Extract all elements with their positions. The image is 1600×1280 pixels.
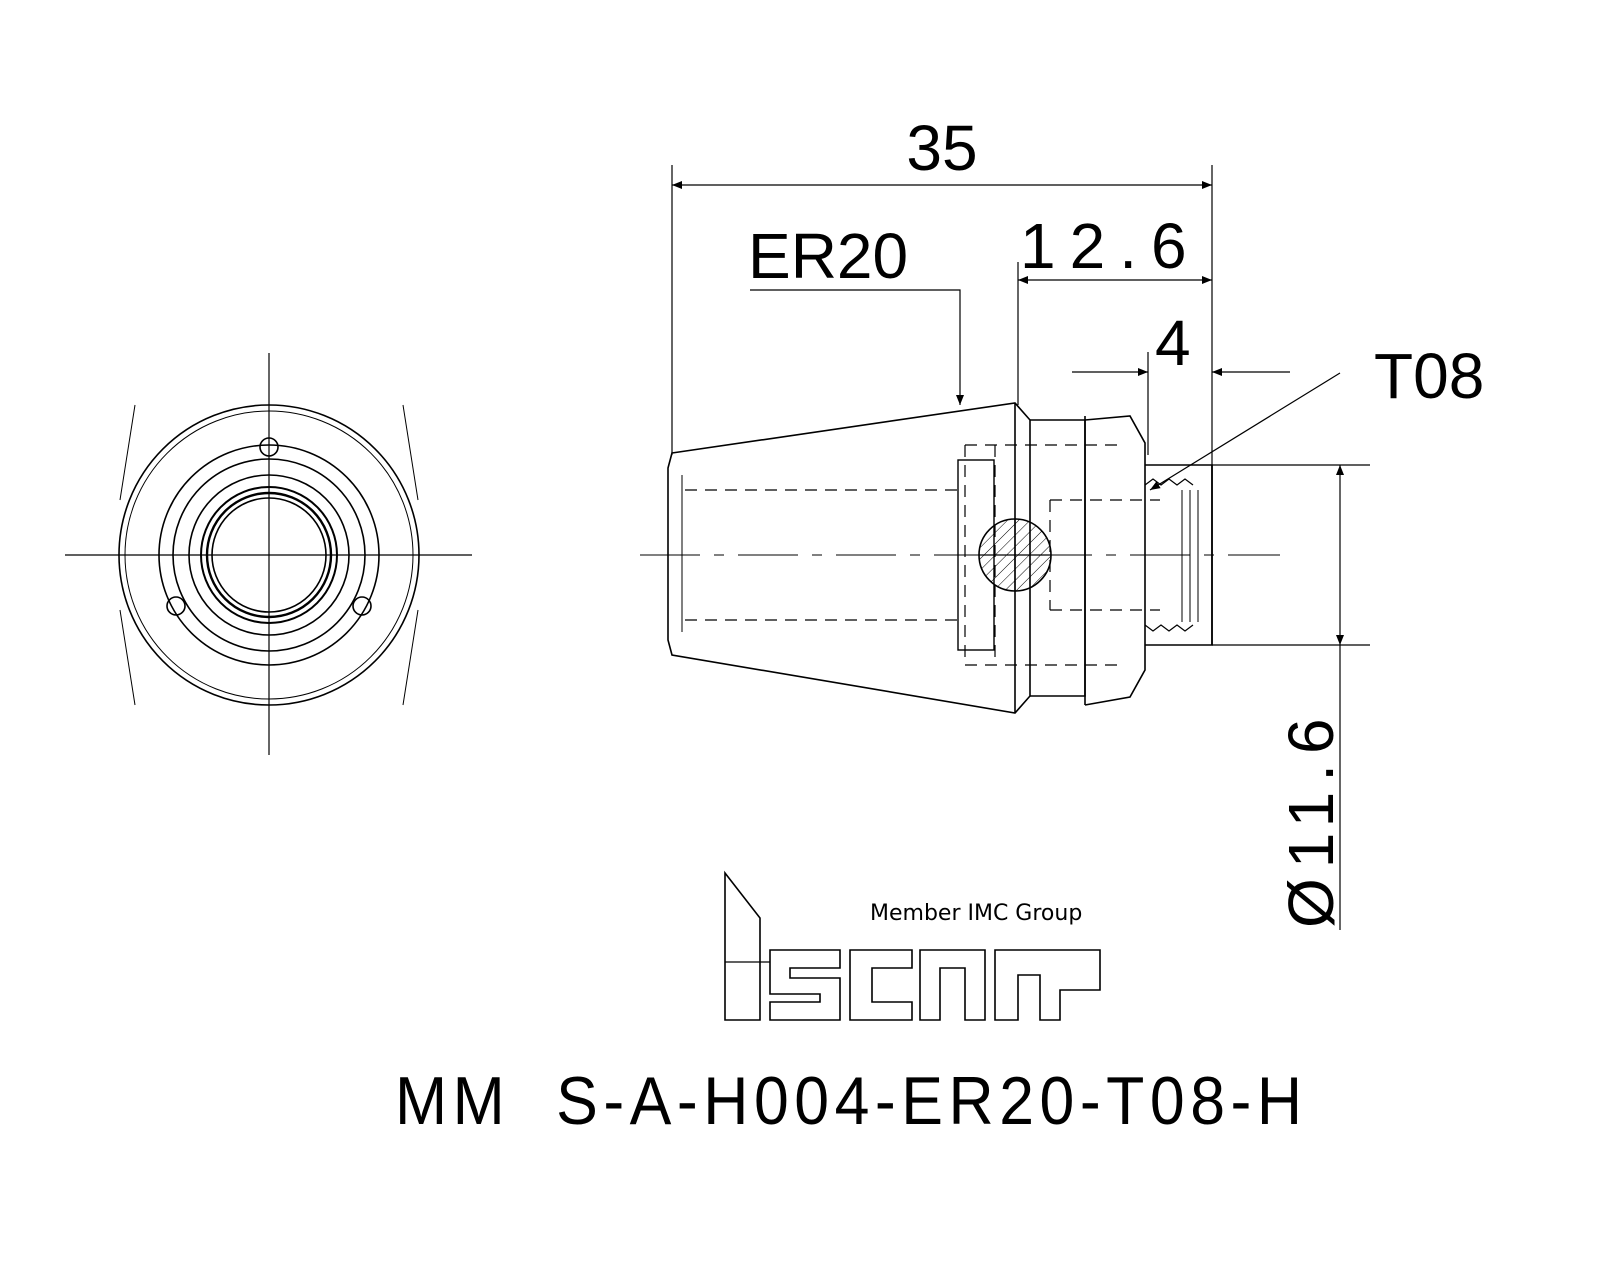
dimension-lines — [671, 165, 1370, 930]
logo-letter-r — [994, 949, 1101, 1021]
dim-diameter-label: Ø11.6 — [1275, 708, 1347, 928]
leader-er20 — [750, 289, 964, 405]
dim-35-label: 35 — [906, 112, 977, 184]
logo-letter-i — [724, 870, 761, 1021]
end-view — [65, 353, 472, 755]
logo-letter-s — [769, 949, 841, 1021]
logo-tagline: Member IMC Group — [870, 901, 1082, 926]
clamp-nut — [1084, 415, 1146, 706]
part-number: MM S-A-H004-ER20-T08-H — [395, 1063, 1308, 1139]
leader-t08 — [1149, 372, 1341, 491]
dim-12-6-label: 12.6 — [1020, 210, 1201, 282]
hex-flat — [119, 404, 419, 706]
collet-body — [667, 402, 1031, 714]
pin-hole-top — [259, 437, 279, 457]
iscar-logo: Member IMC Group — [724, 870, 1101, 1021]
logo-letter-a — [919, 949, 986, 1021]
logo-letter-c — [849, 949, 913, 1021]
side-view — [640, 402, 1280, 714]
outer-nut-circle — [118, 404, 420, 706]
dim-4-label: 4 — [1155, 307, 1191, 379]
dim-t08-label: T08 — [1374, 340, 1484, 412]
pin-hole-left — [166, 596, 186, 616]
dim-er20-label: ER20 — [748, 220, 908, 292]
pin-hole-right — [352, 596, 372, 616]
dimension-labels: 35 ER20 12.6 4 T08 Ø11.6 — [748, 112, 1484, 928]
